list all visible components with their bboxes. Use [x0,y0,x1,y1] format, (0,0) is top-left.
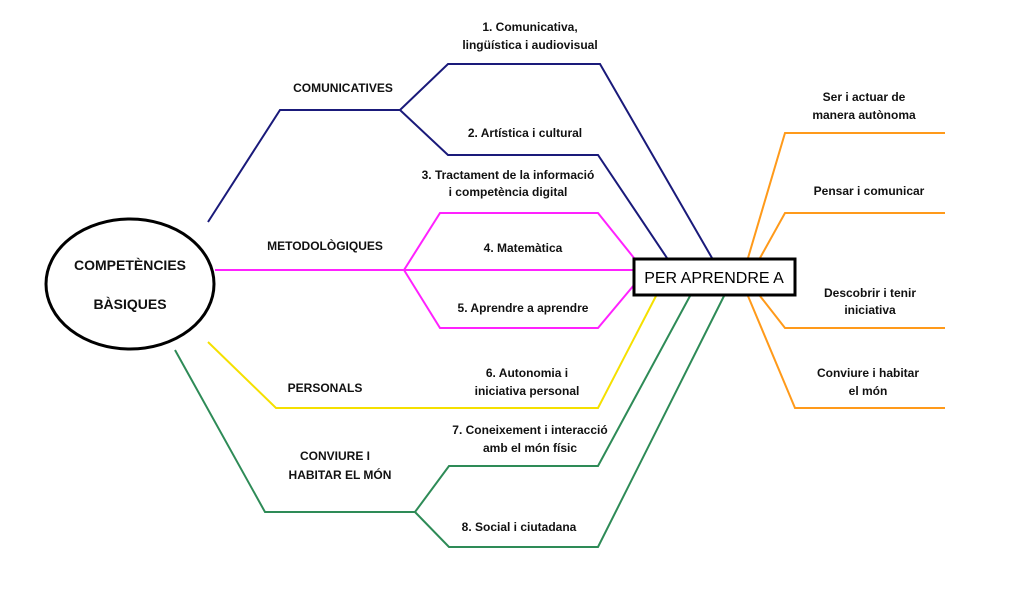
competency-3-line1: 3. Tractament de la informació [422,168,595,182]
branch-metodologiques [215,212,635,329]
outcome-3-line1: Descobrir i tenir [824,286,916,300]
competency-1-line1: 1. Comunicativa, [482,20,577,34]
outcome-3-line2: iniciativa [844,303,896,317]
branch-conviure [174,295,725,548]
root-label-1: COMPETÈNCIES [74,257,186,273]
competency-7-line2: amb el món físic [483,441,577,455]
outcome-1-line1: Ser i actuar de [823,90,906,104]
group-conviure-1: CONVIURE I [300,449,370,463]
competency-4: 4. Matemàtica [484,241,563,255]
competency-6-line1: 6. Autonomia i [486,366,568,380]
competency-8: 8. Social i ciutadana [462,520,577,534]
competency-7-line1: 7. Coneixement i interacció [452,423,607,437]
competency-6-line2: iniciativa personal [475,384,580,398]
root-label-2: BÀSIQUES [93,296,166,312]
group-personals: PERSONALS [288,381,363,395]
hub-node [632,257,797,297]
branch-outcomes [747,132,945,409]
outcome-2: Pensar i comunicar [814,184,925,198]
hub-label: PER APRENDRE A [644,270,784,287]
competency-2: 2. Artística i cultural [468,126,582,140]
outcome-4-line1: Conviure i habitar [817,366,919,380]
competency-1-line2: lingüística i audiovisual [462,38,597,52]
group-metodologiques: METODOLÒGIQUES [267,238,383,253]
root-node [44,217,216,351]
branch-personals [207,295,657,409]
outcome-4-line2: el món [849,384,888,398]
competency-5: 5. Aprendre a aprendre [458,301,589,315]
group-comunicatives: COMUNICATIVES [293,81,393,95]
competency-3-line2: i competència digital [449,185,568,199]
group-conviure-2: HABITAR EL MÓN [289,467,392,482]
outcome-1-line2: manera autònoma [812,108,916,122]
branch-comunicatives [207,63,713,259]
